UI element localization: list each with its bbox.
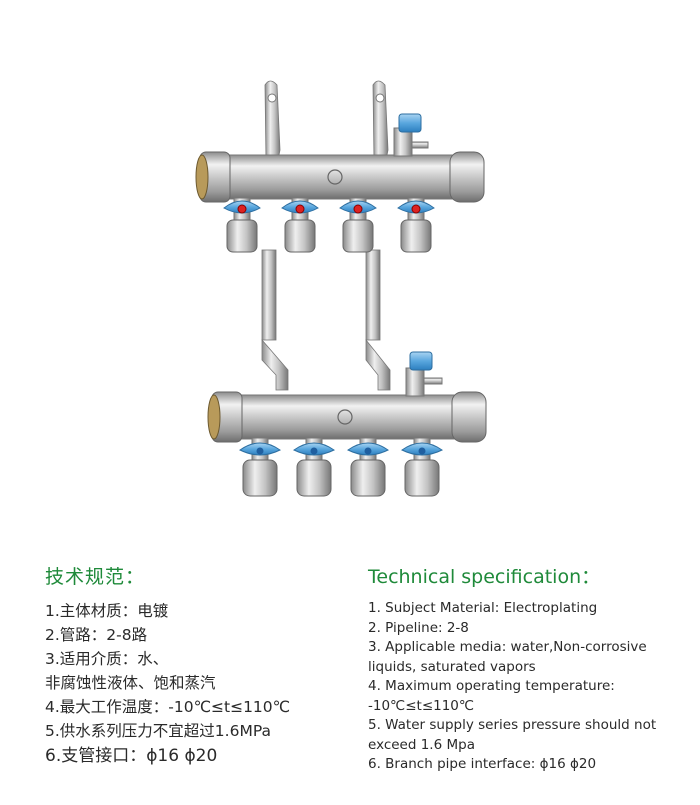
spec-section-chinese: 技术规范： 1.主体材质：电镀 2.管路：2-8路 3.适用介质：水、 非腐蚀性… (45, 562, 345, 770)
spec-list-chinese: 1.主体材质：电镀 2.管路：2-8路 3.适用介质：水、 非腐蚀性液体、饱和蒸… (45, 599, 345, 770)
spec-item: 5.供水系列压力不宜超过1.6MPa (45, 722, 271, 740)
spec-line: 4. Maximum operating temperature: (368, 678, 615, 694)
spec-line: 6. Branch pipe interface: ϕ16 ϕ20 (368, 756, 597, 772)
spec-item: 3. Applicable media: water,Non-corrosive… (368, 638, 688, 677)
mounting-bracket-right (365, 80, 391, 391)
spec-item: 4. Maximum operating temperature: -10℃≤t… (368, 677, 688, 716)
bottom-air-vent (405, 351, 443, 397)
spec-item: 3.适用介质：水、 (45, 650, 169, 668)
spec-line: exceed 1.6 Mpa (368, 736, 475, 753)
spec-line: 5. Water supply series pressure should n… (368, 717, 657, 733)
spec-item: 2. Pipeline: 2-8 (368, 619, 688, 639)
spec-item: 1.主体材质：电镀 (45, 602, 169, 620)
top-air-vent (393, 113, 429, 157)
bottom-valves (239, 437, 443, 497)
spec-line: 1. Subject Material: Electroplating (368, 600, 598, 616)
bottom-manifold-bar (207, 391, 487, 443)
spec-item: 2.管路：2-8路 (45, 626, 148, 644)
spec-line: -10℃≤t≤110℃ (368, 697, 475, 714)
spec-list-english: 1. Subject Material: Electroplating 2. P… (368, 599, 688, 775)
spec-title-chinese: 技术规范： (45, 566, 146, 588)
spec-line: 2. Pipeline: 2-8 (368, 619, 469, 636)
spec-item: 6. Branch pipe interface: ϕ16 ϕ20 (368, 755, 688, 775)
spec-section-english: Technical specification： 1. Subject Mate… (368, 562, 688, 775)
spec-item: 6.支管接口：ϕ16 ϕ20 (45, 746, 218, 766)
spec-title-english: Technical specification： (368, 566, 601, 588)
top-valves (223, 197, 435, 253)
spec-line: 3. Applicable media: water,Non-corrosive (368, 639, 647, 655)
spec-item: 1. Subject Material: Electroplating (368, 599, 688, 619)
top-manifold-bar (195, 151, 485, 203)
spec-item: 4.最大工作温度：-10℃≤t≤110℃ (45, 698, 291, 716)
spec-item: 非腐蚀性液体、饱和蒸汽 (45, 674, 216, 692)
spec-line: liquids, saturated vapors (368, 658, 536, 675)
manifold-product-image (195, 80, 487, 497)
spec-item: 5. Water supply series pressure should n… (368, 716, 688, 755)
mounting-bracket-left (261, 80, 289, 391)
